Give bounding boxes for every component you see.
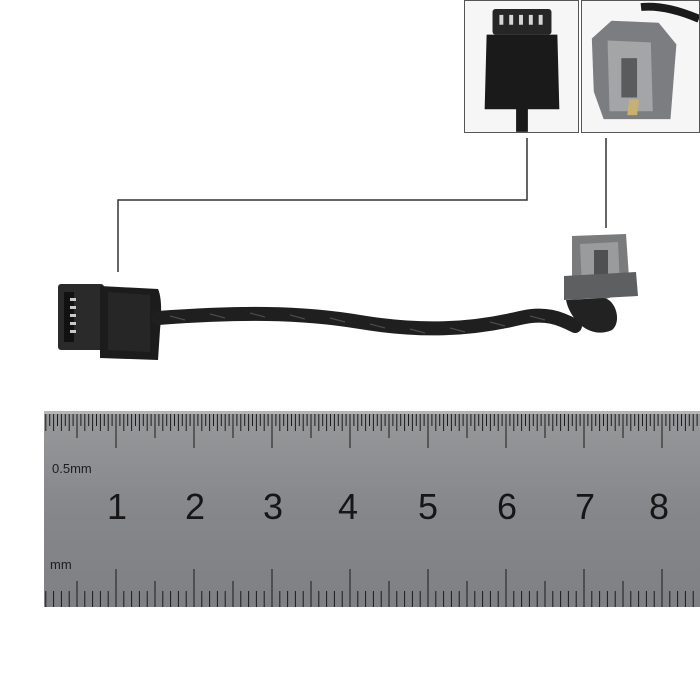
ribbon-connector (58, 284, 162, 360)
ruler-number: 7 (574, 486, 596, 527)
ruler-number: 4 (337, 486, 359, 527)
ruler-number: 8 (648, 486, 670, 527)
ruler-unit-top: 0.5mm (52, 461, 92, 476)
ribbon-connector-icon (465, 1, 578, 132)
ruler-number: 6 (496, 486, 518, 527)
dc-jack-icon (582, 1, 699, 132)
cable (151, 306, 582, 336)
leader-line-left (117, 138, 528, 272)
cable-wrap-texture (169, 312, 546, 334)
dc-jack (564, 234, 638, 333)
dc-jack-closeup-inset (581, 0, 700, 133)
connector-closeup-inset (464, 0, 579, 133)
ruler-number: 5 (417, 486, 439, 527)
ruler-unit-bottom: mm (50, 557, 72, 572)
measuring-ruler: 0.5mm mm 1 2 3 4 5 6 7 8 (44, 411, 700, 607)
ruler-number: 1 (106, 486, 128, 527)
ruler-number: 2 (184, 486, 206, 527)
ruler-number: 3 (262, 486, 284, 527)
ruler-body (44, 411, 700, 607)
